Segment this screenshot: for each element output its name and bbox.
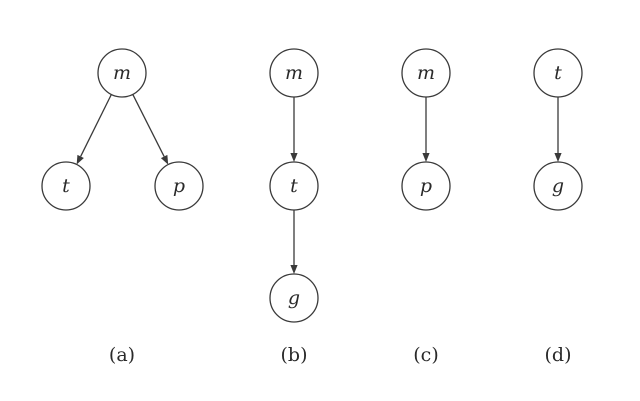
diagram-c: m p (c) bbox=[401, 48, 451, 366]
node-circle bbox=[533, 161, 583, 211]
arrowhead-icon bbox=[554, 153, 562, 162]
arrowhead-icon bbox=[290, 265, 298, 274]
diagram-caption: (c) bbox=[413, 344, 438, 366]
edge-t-to-g bbox=[290, 210, 298, 274]
node-circle bbox=[269, 48, 319, 98]
node-g: g bbox=[533, 161, 583, 211]
node-m: m bbox=[269, 48, 319, 98]
node-circle bbox=[41, 161, 91, 211]
node-label: m bbox=[113, 62, 131, 84]
node-m: m bbox=[97, 48, 147, 98]
node-circle bbox=[533, 48, 583, 98]
diagram-caption: (b) bbox=[281, 344, 308, 366]
node-circle bbox=[269, 273, 319, 323]
arrowhead-icon bbox=[290, 153, 298, 162]
node-label: p bbox=[173, 175, 185, 197]
node-circle bbox=[269, 161, 319, 211]
node-circle bbox=[401, 161, 451, 211]
node-circle bbox=[97, 48, 147, 98]
edge-t-to-g bbox=[554, 97, 562, 162]
node-t: t bbox=[41, 161, 91, 211]
node-label: p bbox=[420, 175, 432, 197]
node-label: m bbox=[417, 62, 435, 84]
arrowhead-icon bbox=[422, 153, 430, 162]
node-label: t bbox=[554, 62, 562, 84]
diagrams-layer: m t p (a) m t g (b) m p (c) t g (d) bbox=[41, 48, 583, 366]
edge-m-to-t bbox=[290, 97, 298, 162]
node-p: p bbox=[154, 161, 204, 211]
node-t: t bbox=[533, 48, 583, 98]
node-p: p bbox=[401, 161, 451, 211]
node-m: m bbox=[401, 48, 451, 98]
edge-line bbox=[80, 94, 112, 157]
arrowhead-icon bbox=[76, 154, 84, 165]
node-label: g bbox=[552, 175, 564, 197]
node-label: g bbox=[288, 287, 300, 309]
diagram-caption: (d) bbox=[545, 344, 572, 366]
node-circle bbox=[154, 161, 204, 211]
node-circle bbox=[401, 48, 451, 98]
diagram-a: m t p (a) bbox=[41, 48, 204, 366]
edge-m-to-p bbox=[422, 97, 430, 162]
arrowhead-icon bbox=[160, 154, 169, 165]
node-t: t bbox=[269, 161, 319, 211]
diagram-b: m t g (b) bbox=[269, 48, 319, 366]
diagram-caption: (a) bbox=[109, 344, 135, 366]
edge-m-to-p bbox=[132, 94, 169, 165]
edge-line bbox=[132, 94, 165, 157]
node-label: m bbox=[285, 62, 303, 84]
edge-m-to-t bbox=[76, 94, 112, 165]
node-g: g bbox=[269, 273, 319, 323]
node-label: t bbox=[290, 175, 298, 197]
node-label: t bbox=[62, 175, 70, 197]
diagram-d: t g (d) bbox=[533, 48, 583, 366]
